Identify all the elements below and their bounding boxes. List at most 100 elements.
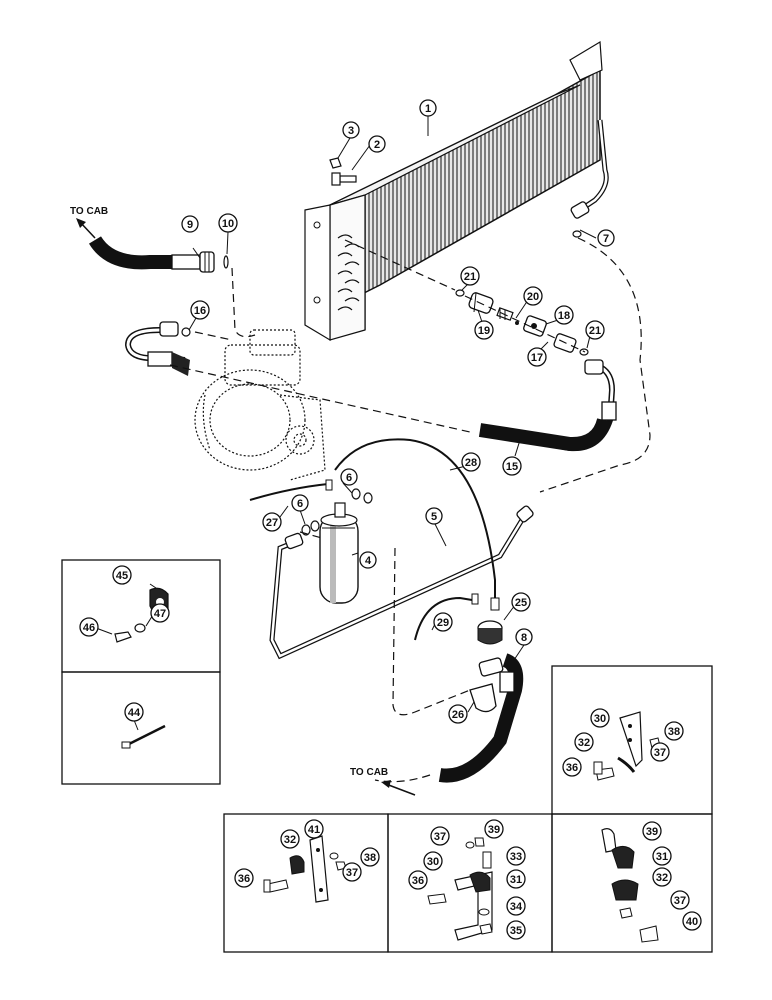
svg-text:21: 21 [464, 271, 476, 283]
callout-19: 19 [474, 320, 494, 340]
inset-panel-bottom-right [551, 813, 713, 953]
svg-text:27: 27 [266, 517, 278, 529]
svg-text:9: 9 [187, 219, 193, 231]
callout-38b: 38 [360, 847, 380, 867]
svg-text:45: 45 [116, 570, 128, 582]
callout-21b: 21 [585, 320, 605, 340]
svg-text:15: 15 [506, 461, 518, 473]
svg-text:10: 10 [222, 218, 234, 230]
callout-36a: 36 [562, 757, 582, 777]
callout-30a: 30 [590, 708, 610, 728]
callout-7: 7 [597, 229, 615, 247]
svg-text:32: 32 [578, 737, 590, 749]
svg-text:39: 39 [488, 824, 500, 836]
svg-text:34: 34 [510, 901, 523, 913]
callout-46: 46 [79, 617, 99, 637]
svg-text:32: 32 [284, 834, 296, 846]
callout-5: 5 [425, 507, 443, 525]
o-ring-part-21-upper [455, 289, 465, 297]
svg-text:3: 3 [348, 125, 354, 137]
svg-text:26: 26 [452, 709, 464, 721]
callout-26: 26 [448, 704, 468, 724]
wire-part-27 [249, 479, 333, 501]
svg-text:40: 40 [686, 916, 698, 928]
svg-text:38: 38 [364, 852, 376, 864]
callout-34: 34 [506, 896, 526, 916]
svg-text:33: 33 [510, 851, 522, 863]
svg-text:6: 6 [346, 472, 352, 484]
callout-29: 29 [433, 612, 453, 632]
o-ring-part-21-lower [579, 348, 589, 356]
svg-text:5: 5 [431, 511, 437, 523]
svg-text:39: 39 [646, 826, 658, 838]
svg-text:6: 6 [297, 498, 303, 510]
svg-text:37: 37 [346, 867, 358, 879]
inset-panel-left [61, 559, 221, 785]
callout-32a: 32 [574, 732, 594, 752]
callout-45: 45 [112, 565, 132, 585]
svg-text:19: 19 [478, 325, 490, 337]
callout-17: 17 [527, 347, 547, 367]
svg-text:8: 8 [521, 632, 527, 644]
callout-37a: 37 [650, 742, 670, 762]
routing-lines [169, 237, 651, 783]
callout-32b: 32 [280, 829, 300, 849]
o-rings-part-6-left [301, 520, 320, 536]
callout-6a: 6 [340, 468, 358, 486]
svg-text:36: 36 [566, 762, 578, 774]
arrow-to-cab-upper [76, 218, 96, 239]
callout-33: 33 [506, 846, 526, 866]
callout-30b: 30 [423, 851, 443, 871]
callout-35: 35 [506, 920, 526, 940]
callout-10: 10 [218, 213, 238, 233]
o-rings-part-6-right [351, 488, 373, 504]
callout-18: 18 [554, 305, 574, 325]
wire-part-29 [414, 593, 479, 641]
callout-36c: 36 [408, 870, 428, 890]
svg-text:25: 25 [515, 597, 527, 609]
condenser [304, 40, 609, 342]
callout-28: 28 [461, 452, 481, 472]
callout-4: 4 [359, 551, 377, 569]
callout-47: 47 [150, 603, 170, 623]
svg-text:29: 29 [437, 617, 449, 629]
arrow-to-cab-lower [381, 780, 416, 796]
svg-text:32: 32 [656, 872, 668, 884]
svg-text:37: 37 [434, 831, 446, 843]
fitting-part-18 [523, 315, 547, 337]
callout-2: 2 [368, 135, 386, 153]
svg-text:44: 44 [128, 707, 141, 719]
callout-15: 15 [502, 456, 522, 476]
callout-41: 41 [304, 819, 324, 839]
bolt-part-2 [331, 172, 357, 186]
hose-part-8 [438, 653, 524, 783]
bracket-part-26 [469, 683, 497, 713]
wire-part-28 [334, 438, 500, 611]
svg-text:28: 28 [465, 457, 477, 469]
svg-text:2: 2 [374, 139, 380, 151]
svg-text:4: 4 [365, 555, 372, 567]
inset-panel-right-upper [551, 665, 713, 815]
compressor [194, 329, 326, 481]
callout-38a: 38 [664, 721, 684, 741]
svg-text:17: 17 [531, 352, 543, 364]
callout-27: 27 [262, 512, 282, 532]
svg-text:46: 46 [83, 622, 95, 634]
callout-37d: 37 [670, 890, 690, 910]
svg-text:36: 36 [412, 875, 424, 887]
hose-to-cab-upper [88, 236, 229, 273]
callout-9: 9 [181, 215, 199, 233]
svg-text:30: 30 [427, 856, 439, 868]
to-cab-label-lower: TO CAB [350, 767, 388, 778]
switch-part-25 [477, 620, 503, 645]
svg-text:38: 38 [668, 726, 680, 738]
callout-8: 8 [515, 628, 533, 646]
callout-31b: 31 [652, 846, 672, 866]
callout-40: 40 [682, 911, 702, 931]
callout-44: 44 [124, 702, 144, 722]
svg-text:37: 37 [654, 747, 666, 759]
callout-21a: 21 [460, 266, 480, 286]
callout-31a: 31 [506, 869, 526, 889]
svg-text:21: 21 [589, 325, 601, 337]
